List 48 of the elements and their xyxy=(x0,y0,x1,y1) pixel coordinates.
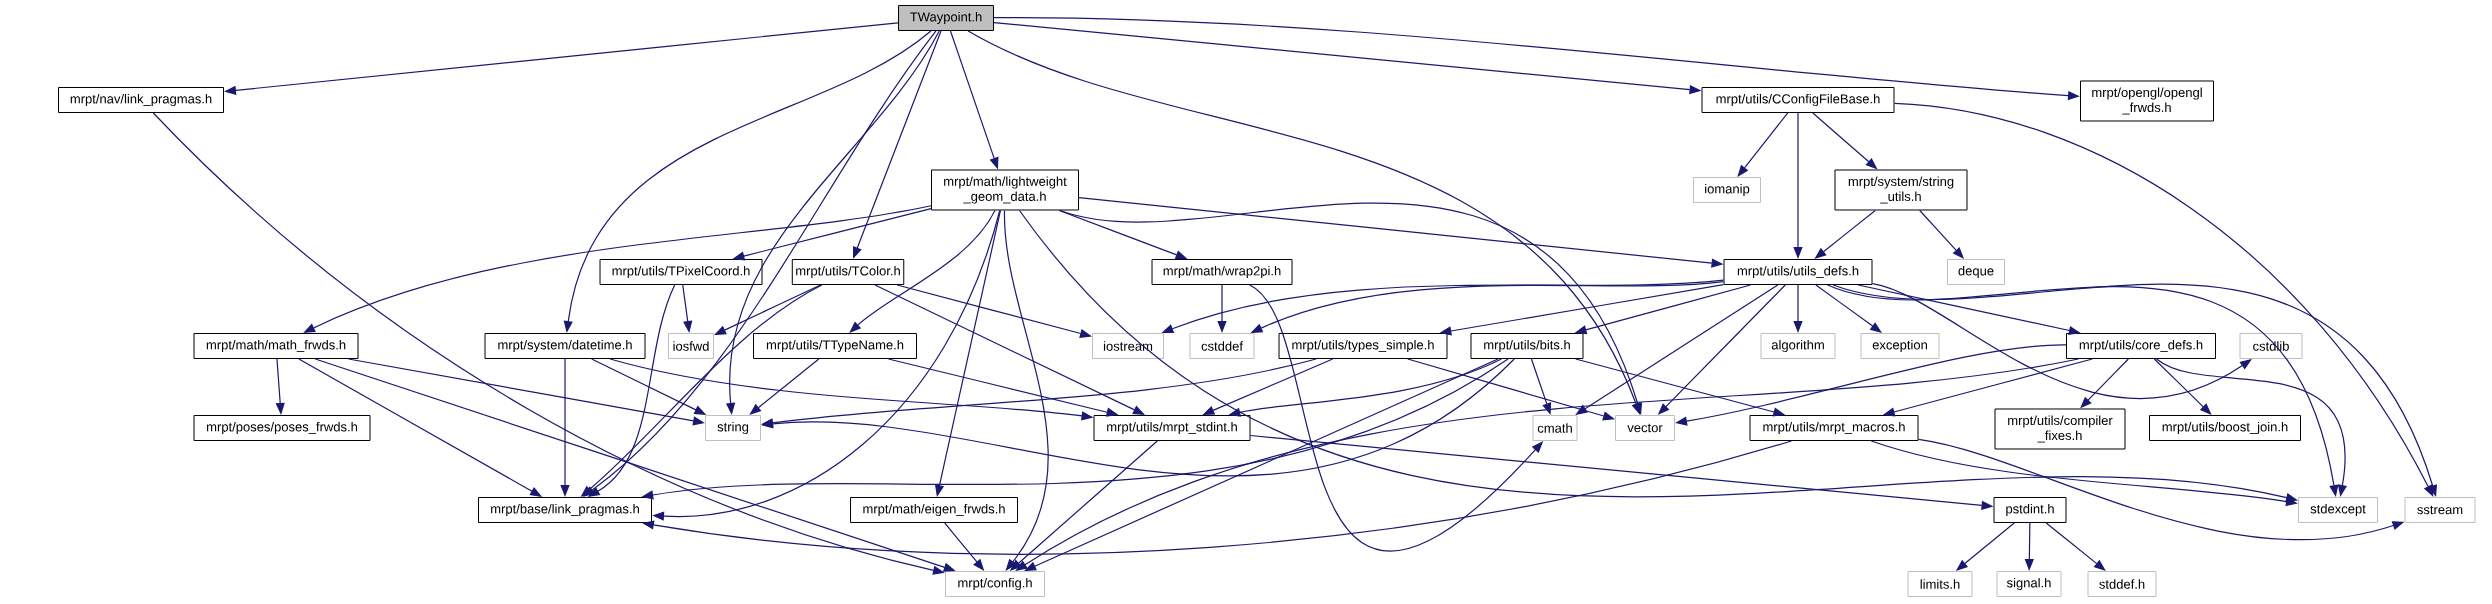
file-box: mrpt/utils/compiler _fixes.h xyxy=(1994,408,2126,450)
file-box: TWaypoint.h xyxy=(898,5,994,31)
file-box: iomanip xyxy=(1693,177,1761,203)
file-box: signal.h xyxy=(1996,571,2062,597)
file-box: mrpt/system/string _utils.h xyxy=(1834,169,1968,211)
file-box: limits.h xyxy=(1907,571,1973,597)
file-box: cmath xyxy=(1532,415,1578,441)
arrow xyxy=(2153,358,2212,415)
arrow xyxy=(849,209,996,333)
arrow xyxy=(874,284,1145,415)
arrow xyxy=(1003,209,1049,571)
file-box: mrpt/nav/link_pragmas.h xyxy=(58,87,224,113)
file-box: mrpt/utils/boost_join.h xyxy=(2149,415,2301,441)
file-box: pstdint.h xyxy=(1993,497,2067,523)
arrow xyxy=(1737,112,1789,177)
file-box: deque xyxy=(1947,259,2005,285)
file-box: algorithm xyxy=(1760,333,1836,359)
file-box: mrpt/utils/TColor.h xyxy=(791,259,905,285)
file-box: mrpt/math/math_frwds.h xyxy=(193,333,359,359)
file-box: mrpt/base/link_pragmas.h xyxy=(478,497,652,523)
arrow xyxy=(1871,283,2252,400)
file-box: vector xyxy=(1615,415,1675,441)
file-box: exception xyxy=(1860,333,1940,359)
file-box: cstddef xyxy=(1189,333,1255,359)
file-box: mrpt/utils/mrpt_macros.h xyxy=(1749,415,1919,441)
file-box: mrpt/opengl/opengl _frwds.h xyxy=(2080,80,2214,122)
file-box: stddef.h xyxy=(2087,571,2157,597)
file-box: mrpt/utils/TPixelCoord.h xyxy=(599,259,763,285)
file-box: sstream xyxy=(2404,497,2476,523)
file-box: mrpt/utils/core_defs.h xyxy=(2066,333,2216,359)
file-box: mrpt/utils/CConfigFileBase.h xyxy=(1701,87,1895,113)
arrow xyxy=(1893,102,2434,497)
file-box: mrpt/math/wrap2pi.h xyxy=(1151,259,1293,285)
file-box: mrpt/utils/utils_defs.h xyxy=(1723,259,1873,285)
arrow xyxy=(749,358,820,415)
file-box: iosfwd xyxy=(668,333,714,359)
file-box: mrpt/utils/types_simple.h xyxy=(1278,333,1448,359)
arrow xyxy=(2045,522,2106,571)
file-box: string xyxy=(705,415,761,441)
file-box: mrpt/poses/poses_frwds.h xyxy=(193,415,371,441)
file-box: mrpt/utils/TTypeName.h xyxy=(753,333,917,359)
file-box: mrpt/config.h xyxy=(945,571,1045,597)
file-box: mrpt/utils/bits.h xyxy=(1470,333,1584,359)
file-box: mrpt/math/lightweight _geom_data.h xyxy=(931,169,1079,211)
file-box: mrpt/math/eigen_frwds.h xyxy=(850,497,1018,523)
file-box: mrpt/utils/mrpt_stdint.h xyxy=(1093,415,1251,441)
file-box: stdexcept xyxy=(2298,497,2378,523)
file-box: mrpt/system/datetime.h xyxy=(484,333,646,359)
